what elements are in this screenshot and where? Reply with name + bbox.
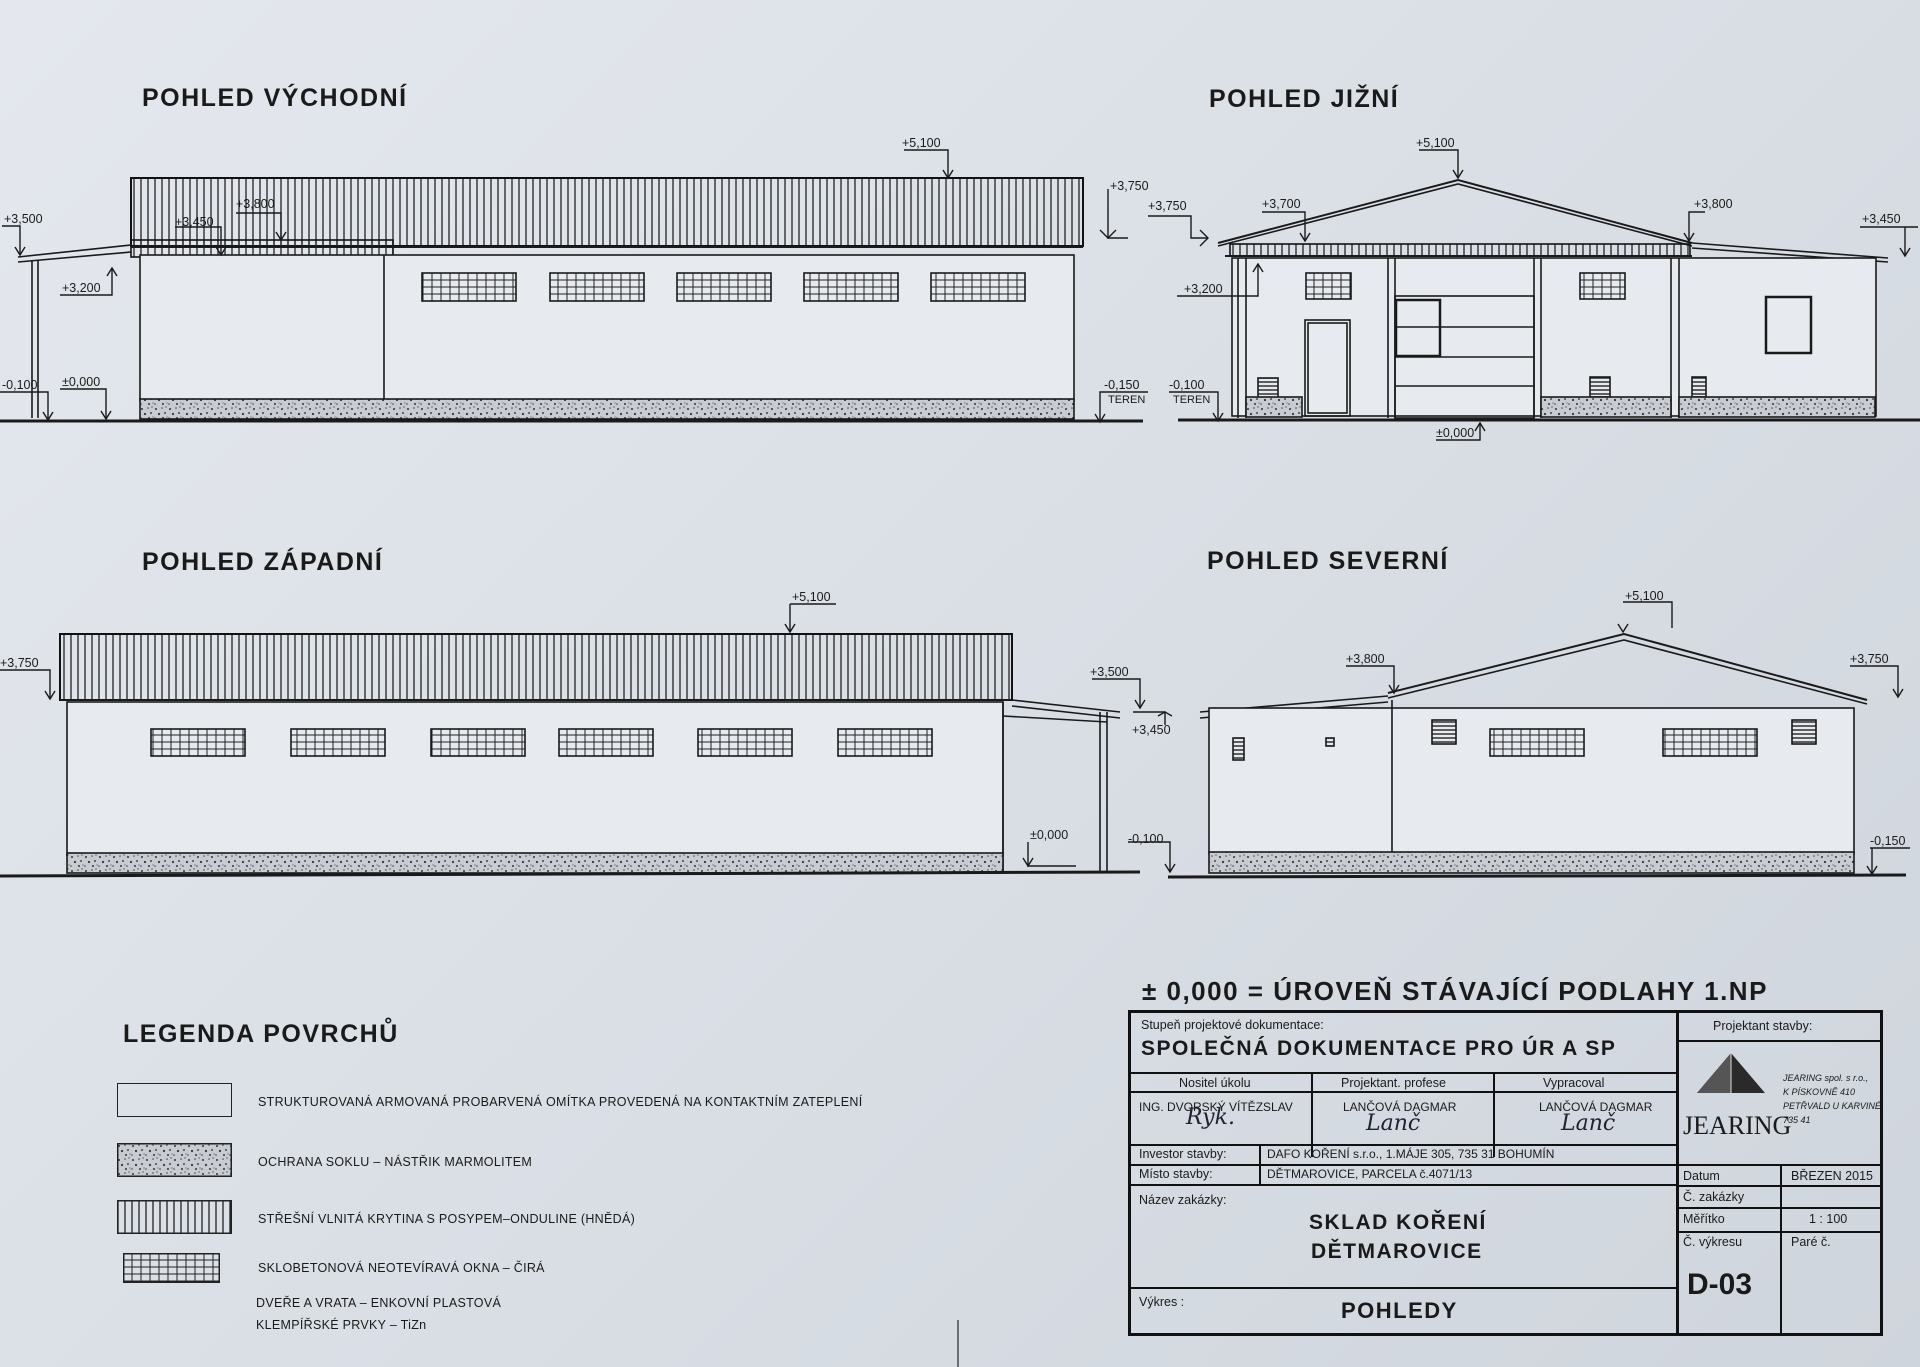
tb-investor-label: Investor stavby:	[1139, 1147, 1227, 1161]
tb-drawing-value: POHLEDY	[1341, 1298, 1458, 1323]
east-ground-label-1: -0,100	[2, 378, 37, 392]
east-level-label-2: +3,450	[175, 215, 214, 229]
legend-swatch-glass	[123, 1253, 220, 1283]
tb-col2-value: LANČOVÁ DAGMAR	[1343, 1100, 1457, 1114]
east-ridge-label: +5,100	[902, 136, 941, 150]
tb-col3-label: Vypracoval	[1543, 1076, 1605, 1090]
south-elevation	[1178, 178, 1920, 422]
west-ridge-label: +5,100	[792, 590, 831, 604]
tb-col3-value: LANČOVÁ DAGMAR	[1539, 1100, 1653, 1114]
tb-sheet-label: Č. výkresu	[1683, 1235, 1743, 1249]
view-title-east: POHLED VÝCHODNÍ	[142, 84, 408, 112]
legend-label-render: STRUKTUROVANÁ ARMOVANÁ PROBARVENÁ OMÍTKA…	[258, 1095, 863, 1109]
tb-company-address-1: JEARING spol. s r.o.,	[1783, 1073, 1869, 1083]
legend-swatch-roof	[117, 1200, 232, 1234]
west-ground-label-1: ±0,000	[1030, 828, 1068, 842]
east-ground-label-2: ±0,000	[62, 375, 100, 389]
north-elevation-labels: +5,100 +3,800 +3,750 -0,150	[1346, 589, 1905, 848]
north-ridge-label: +5,100	[1625, 589, 1664, 603]
tb-col1-label: Nositel úkolu	[1179, 1076, 1251, 1090]
north-elevation	[1167, 632, 1907, 879]
legend-label-plinth: OCHRANA SOKLU – NÁSTŘIK MARMOLITEM	[258, 1155, 533, 1169]
south-ridge-label: +5,100	[1416, 136, 1455, 150]
tb-investor-value: DAFO KOŘENÍ s.r.o., 1.MÁJE 305, 735 31 B…	[1267, 1147, 1555, 1161]
legend-item-roof	[117, 1200, 232, 1234]
east-level-label-1: +3,500	[4, 212, 43, 226]
tb-scale-label: Měřítko	[1683, 1212, 1725, 1226]
south-level-label-4: +3,800	[1694, 197, 1733, 211]
east-elevation-labels: +5,100 +3,500 +3,450 +3,800 +3,200 +3,75…	[2, 136, 1149, 406]
legend-label-doors: DVEŘE A VRATA – ENKOVNÍ PLASTOVÁ	[256, 1296, 502, 1310]
legend-swatch-render	[117, 1083, 232, 1117]
east-ground-label-3: -0,150	[1104, 378, 1139, 392]
north-level-label-1: +3,800	[1346, 652, 1385, 666]
south-level-label-3: +3,200	[1184, 282, 1223, 296]
east-level-label-4: +3,200	[62, 281, 101, 295]
west-level-label-3: +3,450	[1132, 723, 1171, 737]
east-terrain-label: TEREN	[1108, 394, 1145, 406]
level-reference-note: ± 0,000 = ÚROVEŇ STÁVAJÍCÍ PODLAHY 1.NP	[1142, 976, 1768, 1006]
tb-copy-label: Paré č.	[1791, 1235, 1831, 1249]
view-title-west: POHLED ZÁPADNÍ	[142, 548, 384, 576]
tb-company-logo: JEARING	[1683, 1111, 1792, 1140]
east-level-label-3: +3,800	[236, 197, 275, 211]
tb-col1-value: ING. DVORSKÝ VÍTĚZSLAV	[1139, 1100, 1293, 1114]
legend-swatch-plinth	[117, 1143, 232, 1177]
south-ground-label-1: -0,100	[1169, 378, 1204, 392]
tb-scale-value: 1 : 100	[1809, 1212, 1848, 1226]
legend-item-plinth	[117, 1143, 232, 1177]
north-ground-label-1: -0,150	[1870, 834, 1905, 848]
tb-site-value: DĚTMAROVICE, PARCELA č.4071/13	[1267, 1167, 1473, 1181]
legend-item-glass	[123, 1253, 220, 1283]
tb-designer-label: Projektant stavby:	[1713, 1019, 1813, 1033]
tb-job-line2: DĚTMAROVICE	[1311, 1240, 1483, 1263]
signature-2: Lanč	[1366, 1111, 1421, 1136]
tb-sheet-value: D-03	[1687, 1268, 1753, 1301]
tb-company-address-2: K PÍSKOVNĚ 410	[1783, 1087, 1856, 1097]
tb-job-label: Název zakázky:	[1139, 1193, 1227, 1207]
west-ground-label-2: -0,100	[1128, 832, 1163, 846]
tb-date-value: BŘEZEN 2015	[1791, 1169, 1873, 1183]
tb-company-address-4: 735 41	[1783, 1115, 1811, 1125]
legend-title: LEGENDA POVRCHŮ	[123, 1020, 399, 1048]
south-level-label-2: +3,700	[1262, 197, 1301, 211]
legend-item-render	[117, 1083, 232, 1117]
legend-label-roof: STŘEŠNÍ VLNITÁ KRYTINA S POSYPEM–ONDULIN…	[258, 1212, 636, 1226]
tb-job-line1: SKLAD KOŘENÍ	[1309, 1211, 1487, 1234]
south-level-label-1: +3,750	[1148, 199, 1187, 213]
legend-label-glass: SKLOBETONOVÁ NEOTEVÍRAVÁ OKNA – ČIRÁ	[258, 1261, 545, 1275]
view-title-south: POHLED JIŽNÍ	[1209, 85, 1400, 113]
tb-drawing-label: Výkres :	[1139, 1295, 1185, 1309]
north-level-label-2: +3,750	[1850, 652, 1889, 666]
tb-stage-label: Stupeň projektové dokumentace:	[1141, 1018, 1324, 1032]
east-level-label-5: +3,750	[1110, 179, 1149, 193]
legend-label-flashing: KLEMPÍŘSKÉ PRVKY – TiZn	[256, 1318, 427, 1332]
tb-order-label: Č. zakázky	[1683, 1190, 1745, 1204]
tb-col2-label: Projektant. profese	[1341, 1076, 1446, 1090]
tb-company-address-3: PETŘVALD U KARVINÉ	[1783, 1101, 1881, 1111]
east-elevation	[0, 177, 1143, 423]
west-level-label-2: +3,500	[1090, 665, 1129, 679]
south-terrain-label: TEREN	[1173, 394, 1210, 406]
tb-site-label: Místo stavby:	[1139, 1167, 1213, 1181]
south-ground-label-2: ±0,000	[1436, 426, 1474, 440]
south-level-label-5: +3,450	[1862, 212, 1901, 226]
west-elevation	[0, 633, 1141, 878]
west-level-label-1: +3,750	[0, 656, 39, 670]
signature-1: Ryk.	[1186, 1105, 1235, 1130]
signature-3: Lanč	[1561, 1111, 1616, 1136]
west-elevation-labels: +5,100 +3,750 +3,500 +3,450 ±0,000 -0,10…	[0, 590, 1171, 846]
jearing-logo-icon	[1697, 1053, 1765, 1093]
south-elevation-labels: +5,100 +3,750 +3,700 +3,200 +3,800 +3,45…	[1148, 136, 1901, 440]
tb-stage-value: SPOLEČNÁ DOKUMENTACE PRO ÚR A SP	[1141, 1037, 1617, 1060]
view-title-north: POHLED SEVERNÍ	[1207, 547, 1449, 575]
title-block: Stupeň projektové dokumentace: SPOLEČNÁ …	[1128, 1010, 1883, 1336]
tb-date-label: Datum	[1683, 1169, 1720, 1183]
